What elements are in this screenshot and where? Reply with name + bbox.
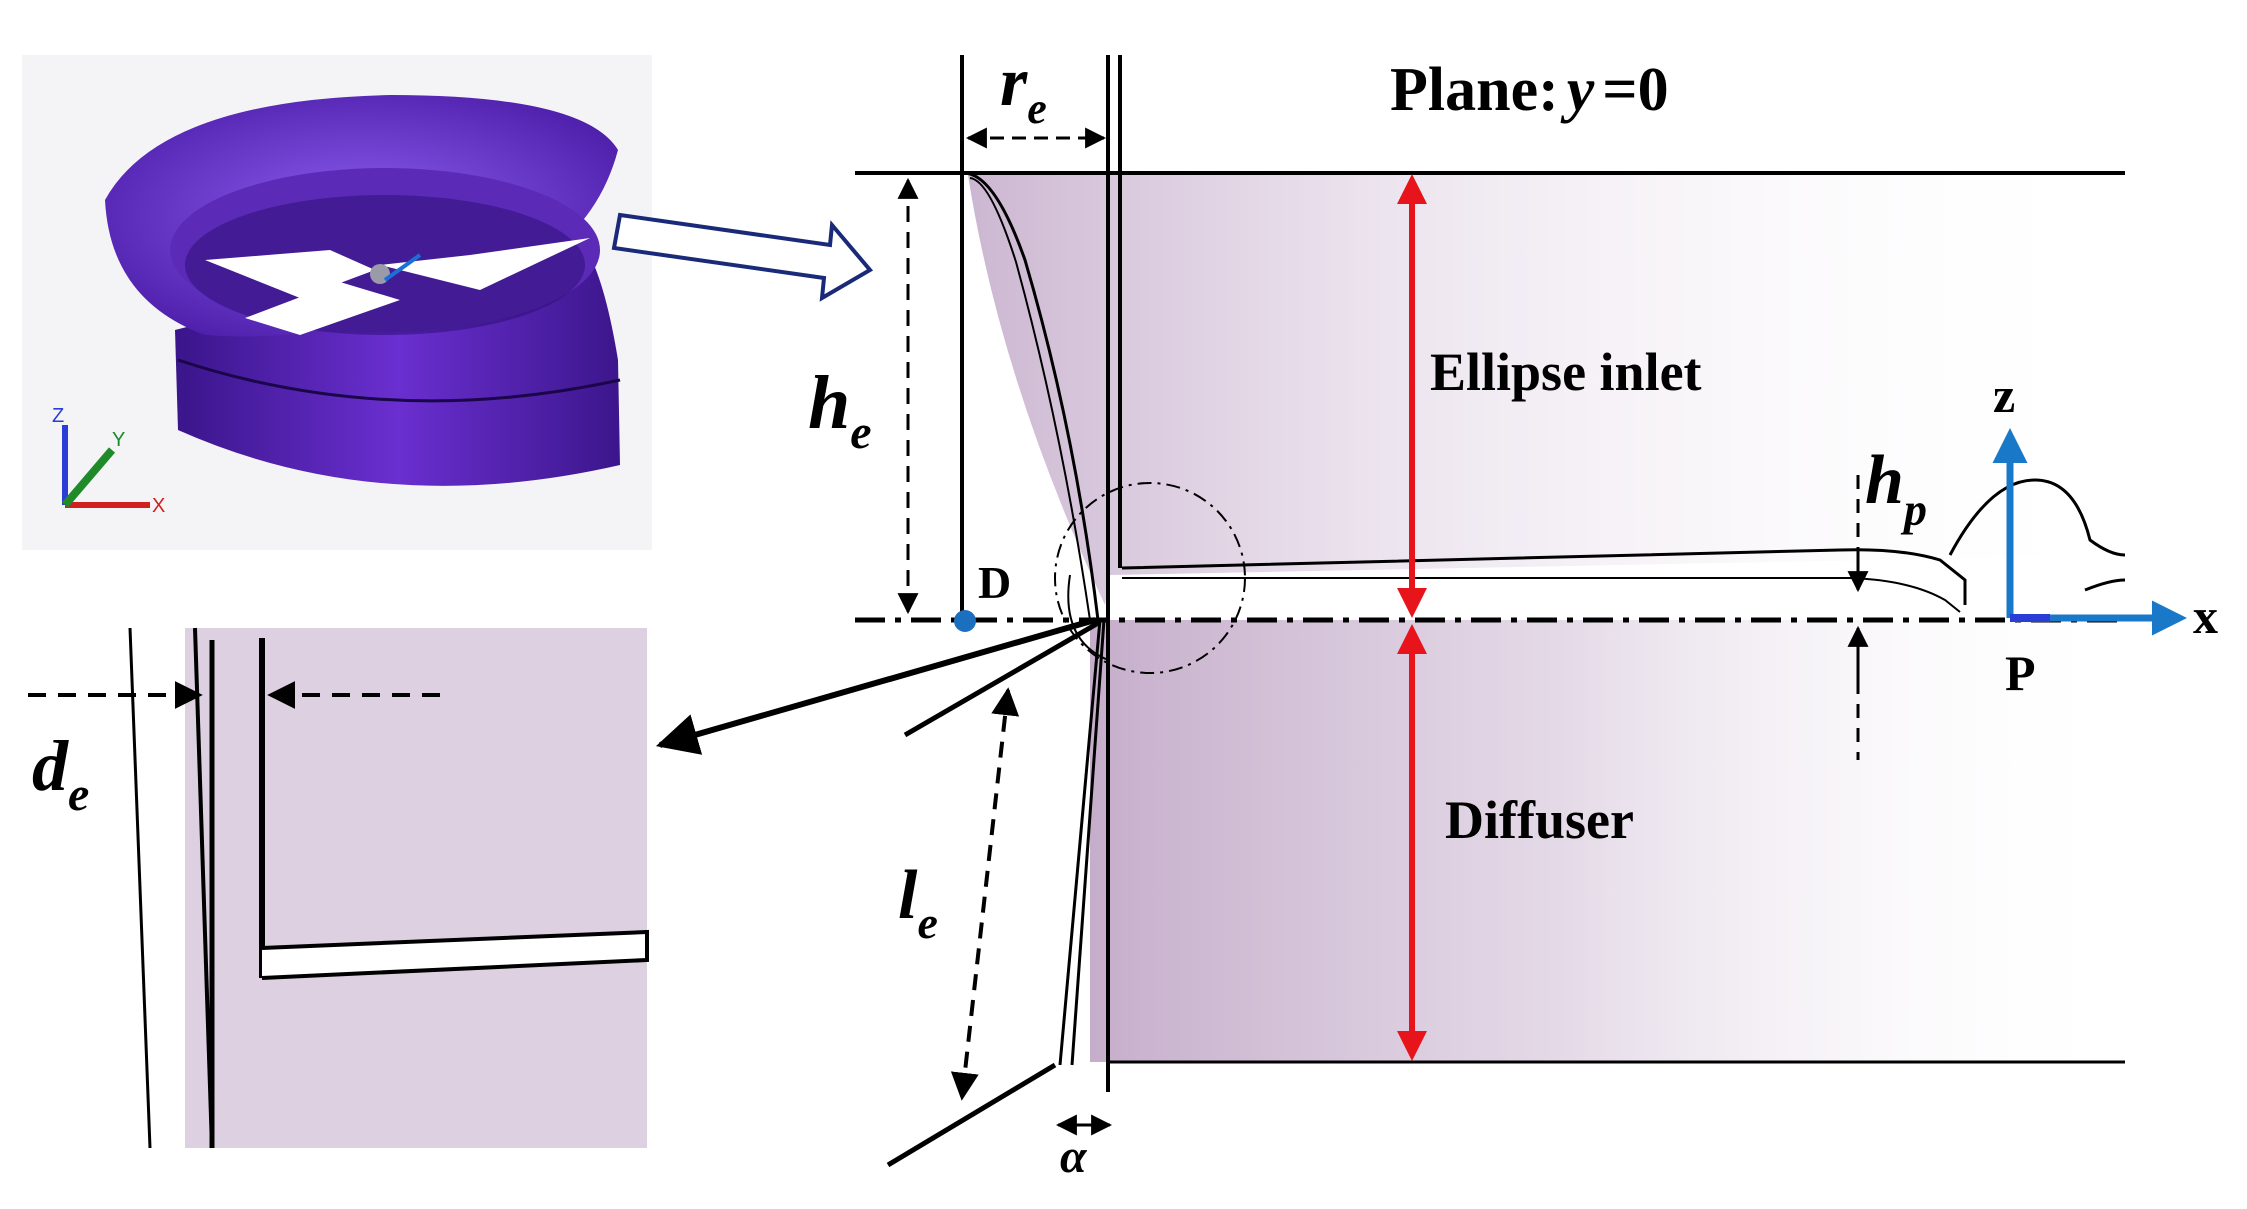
inset-wall-line-1 <box>193 627 214 1149</box>
blade-right <box>380 238 590 290</box>
re-label: re <box>1000 44 1047 133</box>
hp-label: hp <box>1865 442 1927 535</box>
de-label: de <box>32 726 89 821</box>
hub-wall-top <box>1121 548 1967 605</box>
le-ref-line-bottom <box>886 1062 1057 1168</box>
inset-panel <box>185 628 647 1148</box>
diffuser-label: Diffuser <box>1445 790 1634 850</box>
plane-label: Plane:y=0 <box>1390 56 1669 124</box>
inset-hub-slot <box>261 929 649 980</box>
point-p-label: P <box>2005 645 2036 701</box>
ellipse-inlet-label: Ellipse inlet <box>1430 342 1702 402</box>
mini-y-label: Y <box>112 429 125 451</box>
inlet-curve-outer <box>964 171 1100 621</box>
detail-circle <box>1054 482 1246 674</box>
inlet-curve-inner <box>969 177 1091 621</box>
blade-lower <box>245 282 400 335</box>
mini-z-label: Z <box>52 405 64 427</box>
inset-curve-line <box>128 627 152 1149</box>
point-p-marker <box>2010 614 2050 622</box>
hub-axis-blue <box>383 253 422 282</box>
duct-3d-render: Z Y X <box>22 55 652 550</box>
he-label: he <box>808 361 872 459</box>
diffuser-shade <box>1090 620 2130 1062</box>
section-view: D re he le α hp <box>655 44 2218 1183</box>
le-ref-line-top <box>903 619 1102 738</box>
blade-left <box>205 250 375 298</box>
hub-wall-bottom <box>1122 577 1961 613</box>
le-label: le <box>898 857 938 948</box>
mini-y-axis <box>61 447 116 508</box>
duct-ring-line <box>177 358 621 403</box>
z-axis-label: z <box>1993 367 2015 423</box>
inlet-shade <box>968 173 2125 605</box>
hub-tail <box>2084 578 2126 592</box>
mini-x-label: X <box>152 495 165 517</box>
x-axis-label: x <box>2193 588 2218 644</box>
diffuser-wall-1 <box>1058 619 1102 1066</box>
detail-inset: de <box>28 627 649 1149</box>
point-d-label: D <box>978 557 1011 608</box>
alpha-label: α <box>1060 1130 1088 1183</box>
hollow-arrow-icon <box>611 212 874 302</box>
le-dimension-arrow <box>950 687 1020 1101</box>
inset-leader-arrow <box>655 617 1096 755</box>
point-d-dot <box>954 610 976 632</box>
diffuser-wall-2 <box>1070 619 1106 1066</box>
mini-axis-triad: Z Y X <box>52 405 165 517</box>
hub-bump <box>1948 478 2126 557</box>
